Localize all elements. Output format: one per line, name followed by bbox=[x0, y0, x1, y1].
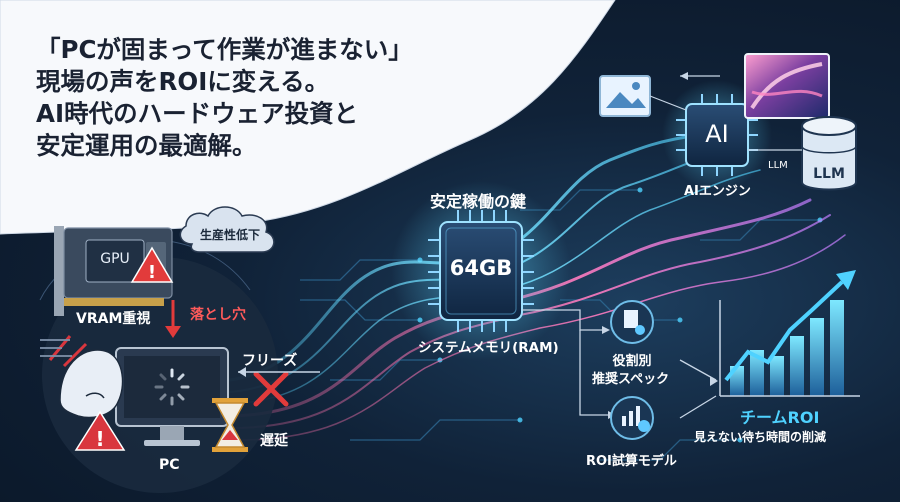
headline-line-1: 「PCが固まって作業が進まない」 bbox=[36, 35, 413, 64]
ram-chip-label: 64GB bbox=[449, 256, 513, 280]
headline-line-3: AI時代のハードウェア投資と bbox=[36, 99, 359, 128]
ai-chip-label: AI bbox=[705, 120, 729, 148]
svg-text:!: ! bbox=[148, 262, 156, 283]
generated-art-thumbnail bbox=[744, 53, 830, 119]
cloud-icon bbox=[179, 206, 275, 253]
roi-bar-2 bbox=[750, 350, 764, 396]
roi-bar-6 bbox=[830, 300, 844, 396]
team-roi-label: チームROI bbox=[740, 408, 820, 427]
x-mark-icon bbox=[253, 371, 289, 407]
freeze-label: フリーズ bbox=[242, 353, 298, 369]
headline-line-4: 安定運用の最適解。 bbox=[36, 131, 257, 160]
spec-label-1: 役割別 bbox=[612, 354, 652, 369]
roi-bar-4 bbox=[790, 336, 804, 396]
monitor-icon bbox=[115, 347, 229, 446]
pitfall-label: 落とし穴 bbox=[190, 307, 246, 323]
freeze-arrow-icon bbox=[238, 367, 320, 377]
ram-chip bbox=[428, 210, 534, 332]
headline: 「PCが固まって作業が進まない」 現場の声をROIに変える。 AI時代のハードウ… bbox=[36, 34, 413, 162]
team-roi-chart bbox=[719, 270, 860, 397]
warning-icon-pc: ! bbox=[74, 410, 126, 451]
gpu-card bbox=[54, 226, 173, 316]
spec-label-2: 推奨スペック bbox=[592, 372, 670, 387]
llm-db-label: LLM bbox=[813, 166, 845, 182]
role-spec-icon bbox=[610, 300, 654, 344]
cloud-label: 生産性低下 bbox=[200, 228, 261, 242]
stability-title: 安定稼働の鍵 bbox=[430, 192, 527, 211]
image-icon bbox=[599, 75, 651, 117]
roi-bar-5 bbox=[810, 318, 824, 396]
ram-label: システムメモリ(RAM) bbox=[418, 340, 559, 356]
database-icon bbox=[801, 116, 857, 191]
warning-icon-gpu: ! bbox=[130, 246, 174, 283]
loading-spinner-icon bbox=[154, 368, 190, 406]
team-roi-sub-label: 見えない待ち時間の削減 bbox=[694, 430, 827, 444]
vram-label: VRAM重視 bbox=[76, 311, 151, 327]
svg-text:!: ! bbox=[95, 427, 104, 451]
roi-model-icon bbox=[610, 396, 654, 440]
ai-engine-label: AIエンジン bbox=[684, 184, 751, 199]
down-arrow-icon bbox=[165, 300, 181, 338]
hourglass-icon bbox=[212, 398, 248, 452]
headline-line-2: 現場の声をROIに変える。 bbox=[36, 67, 330, 96]
roi-model-label: ROI試算モデル bbox=[586, 454, 677, 469]
gpu-chip-label: GPU bbox=[100, 251, 130, 267]
llm-small-label: LLM bbox=[768, 160, 788, 171]
delay-label: 遅延 bbox=[260, 433, 288, 449]
pc-label: PC bbox=[159, 457, 180, 473]
roi-bar-3 bbox=[770, 356, 784, 396]
